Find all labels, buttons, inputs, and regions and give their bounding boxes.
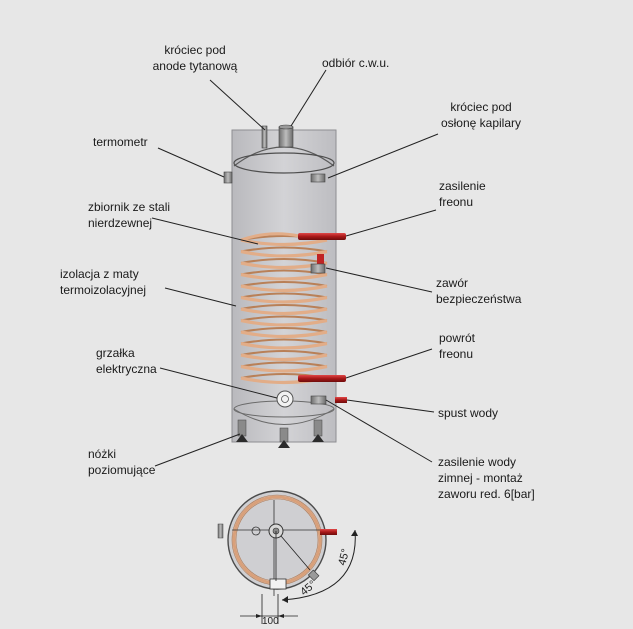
label-levelling-feet: nóżki poziomujące: [88, 447, 156, 477]
freon-return-pipe: [298, 375, 346, 382]
label-hot-water-outlet: odbiór c.w.u.: [322, 56, 390, 70]
label-insulation: izolacja z maty termoizolacyjnej: [60, 267, 147, 297]
coil-turn-back: [240, 361, 328, 368]
coil-turn-front: [240, 330, 328, 339]
top-fittings: [261, 124, 294, 149]
label-electric-heater: grzałka elektryczna: [96, 346, 157, 376]
cold-water-fitting: [310, 395, 327, 405]
coil-inlet: [240, 232, 300, 242]
levelling-feet: [236, 419, 324, 448]
leader-lines: [151, 69, 439, 467]
coil-turn-front: [240, 284, 328, 293]
coil-turn-front: [240, 318, 328, 327]
label-safety-valve: zawór bezpieczeństwa: [436, 276, 522, 306]
freon-supply-pipe: [298, 233, 346, 240]
coil-turn-front: [240, 353, 328, 362]
coil-turn-back: [240, 304, 328, 310]
coil-turn-back: [240, 281, 328, 287]
label-cold-water-supply: zasilenie wody zimnej - montaż zaworu re…: [438, 455, 535, 501]
tank-bottom-dome: [233, 408, 335, 425]
label-drain: spust wody: [438, 406, 499, 420]
label-freon-supply: zasilenie freonu: [439, 179, 486, 209]
label-capillary-socket: króciec pod osłonę kapilary: [440, 100, 522, 130]
coil-turn-front: [240, 341, 328, 350]
coil-turn-front: [240, 249, 328, 258]
angle-label-2: 45°: [336, 548, 352, 567]
coil-turn-back: [240, 327, 328, 333]
coil-turn-front: [240, 364, 328, 373]
label-tank: zbiornik ze stali nierdzewnej: [88, 200, 171, 230]
coil-turn-front: [240, 272, 328, 281]
label-thermometer: termometr: [93, 135, 148, 149]
anode-socket: [261, 125, 268, 149]
label-anode-socket: króciec pod anode tytanową: [152, 43, 238, 73]
drain-fitting: [335, 397, 347, 403]
tank-top-ellipse: [233, 152, 335, 174]
cwu-socket: [278, 126, 294, 148]
safety-valve: [310, 254, 326, 274]
coil-turn-back: [240, 350, 328, 356]
plan-view: [217, 490, 358, 624]
thermometer-socket: [223, 171, 233, 184]
coil-turn-back: [240, 292, 328, 299]
coil-turn-back: [240, 338, 328, 345]
coil-turn-back: [240, 246, 328, 253]
label-freon-return: powrót freonu: [439, 331, 476, 361]
coil-turn-back: [240, 315, 328, 322]
coil-turn-front: [240, 295, 328, 304]
coil-turn-front: [240, 307, 328, 316]
electric-heater: [276, 390, 294, 408]
capillary-socket: [310, 173, 326, 183]
width-dimension-label: 100: [262, 616, 279, 627]
